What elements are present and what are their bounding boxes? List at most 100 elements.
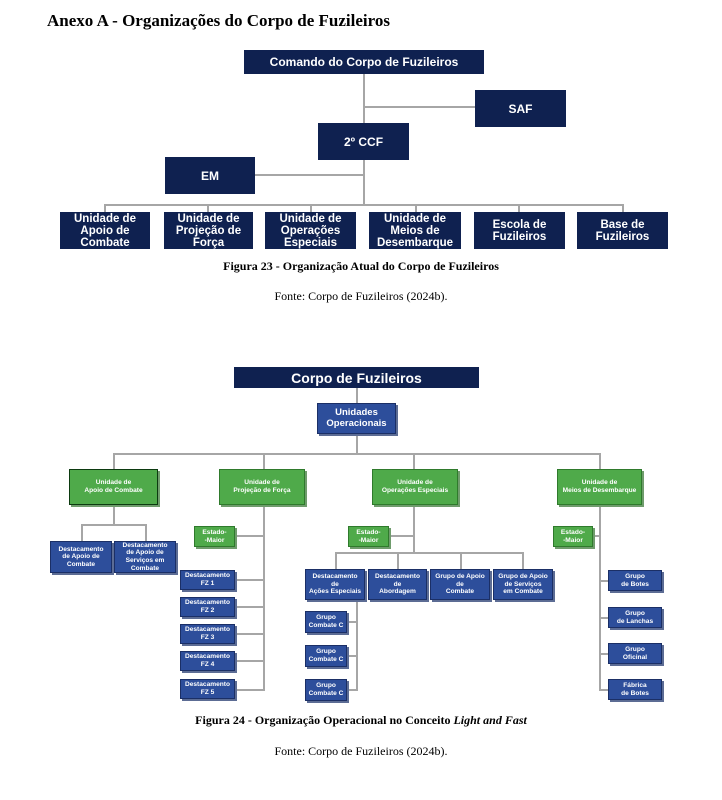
- box-label-line: em Combate: [503, 588, 543, 596]
- unit-label-line: Combate: [80, 236, 130, 249]
- box-label-line: FZ 5: [200, 689, 215, 696]
- box-label-line: Combate C: [308, 690, 344, 697]
- box-label-line: de Apoio de: [62, 553, 100, 561]
- em-box: EM: [165, 157, 255, 194]
- box-label-line: Grupo: [316, 614, 336, 622]
- box-label-line: Abordagem: [379, 588, 416, 596]
- box-label-line: Destacamento: [184, 599, 231, 607]
- unit-label-line: Escola de: [492, 218, 547, 231]
- box-label-line: de Botes: [621, 580, 649, 588]
- caption-italic-text: Light and Fast: [453, 713, 527, 727]
- box-label-line: de: [456, 580, 464, 588]
- box-label-line: Combate: [66, 560, 96, 568]
- figure-24-caption: Figura 24 - Organização Operacional no C…: [0, 713, 722, 728]
- unit-label-line: Unidade de: [177, 212, 240, 225]
- box-label-line: Estado-: [560, 528, 586, 536]
- box-label-line: Unidade de: [581, 479, 618, 487]
- unit-label-line: Projeção de: [175, 224, 242, 237]
- box-label-line: Destacamento: [58, 545, 104, 553]
- annex-title: Anexo A - Organizações do Corpo de Fuzil…: [47, 11, 390, 30]
- box-label-line: Combate C: [308, 622, 344, 629]
- box-label-line: Ações Especiais: [308, 588, 362, 596]
- box-label-line: Apoio de Combate: [84, 487, 143, 494]
- saf-box: SAF: [475, 90, 566, 127]
- estado-maior-box: Estado--Maior: [348, 526, 389, 547]
- box-label-line: Estado-: [202, 528, 227, 536]
- unit-label-line: Desembarque: [376, 236, 454, 249]
- box-label-line: FZ 2: [200, 607, 215, 614]
- unit-label-line: Unidade de: [384, 212, 446, 225]
- box-label-line: -Maior: [204, 536, 225, 544]
- box-label-line: Destacamento: [374, 573, 421, 581]
- unit-label-line: Base de: [600, 218, 645, 231]
- box-label-line: de: [393, 580, 402, 588]
- caption-text: Figura 24 - Organização Operacional no C…: [195, 713, 454, 727]
- box-label-line: Combate: [130, 564, 160, 572]
- box-label-line: FZ 4: [200, 661, 215, 668]
- box-label-line: Destacamento: [122, 541, 168, 549]
- box-label-line: Destacamento: [184, 626, 231, 634]
- box-label-line: de Apoio de: [126, 549, 164, 557]
- corpo-fuzileiros-box: Corpo de Fuzileiros: [234, 367, 479, 388]
- box-label-line: Destacamento: [312, 573, 358, 581]
- box-label-line: Grupo: [316, 648, 336, 656]
- unit-label-line: Fuzileiros: [492, 230, 547, 243]
- box-label-line: Projeção de Força: [233, 487, 291, 494]
- box-label-line: de Serviços: [504, 580, 542, 588]
- box-label-line: Destacamento: [184, 653, 231, 661]
- box-label-line: Unidades: [335, 406, 378, 418]
- box-label-line: Meios de Desembarque: [562, 487, 637, 494]
- box-label-line: Destacamento: [184, 681, 231, 689]
- box-label-line: de: [331, 580, 339, 588]
- unit-label-line: Meios de: [390, 224, 440, 237]
- box-label-line: Unidade de: [95, 479, 132, 487]
- box-label-line: Operações Especiais: [381, 487, 449, 494]
- box-label-line: Oficinal: [622, 653, 648, 661]
- box-label-line: Grupo: [625, 609, 645, 617]
- unit-label-line: Fuzileiros: [595, 230, 650, 243]
- estado-maior-box: Estado--Maior: [553, 526, 593, 547]
- box-label-line: de Lanchas: [616, 617, 654, 625]
- box-label-line: Estado-: [356, 528, 381, 536]
- unit-label-line: Unidade de: [74, 212, 136, 225]
- unit-label-line: Força: [192, 236, 225, 249]
- box-label-line: Combate: [445, 588, 475, 596]
- box-label-line: Grupo: [625, 645, 645, 653]
- box-label-line: Unidade de: [397, 479, 433, 487]
- box-label-line: FZ 1: [200, 580, 215, 587]
- box-label-line: Serviços em: [125, 557, 165, 564]
- estado-maior-box: Estado--Maior: [194, 526, 235, 547]
- box-label-line: Unidade de: [244, 479, 280, 487]
- comando-corpo-fuzileiros-box: Comando do Corpo de Fuzileiros: [244, 50, 484, 74]
- figure-24-source: Fonte: Corpo de Fuzileiros (2024b).: [274, 744, 448, 758]
- unit-label-line: Apoio de: [80, 224, 130, 237]
- 2-ccf-box: 2º CCF: [318, 123, 409, 160]
- box-label-line: Grupo de Apoio: [435, 573, 485, 581]
